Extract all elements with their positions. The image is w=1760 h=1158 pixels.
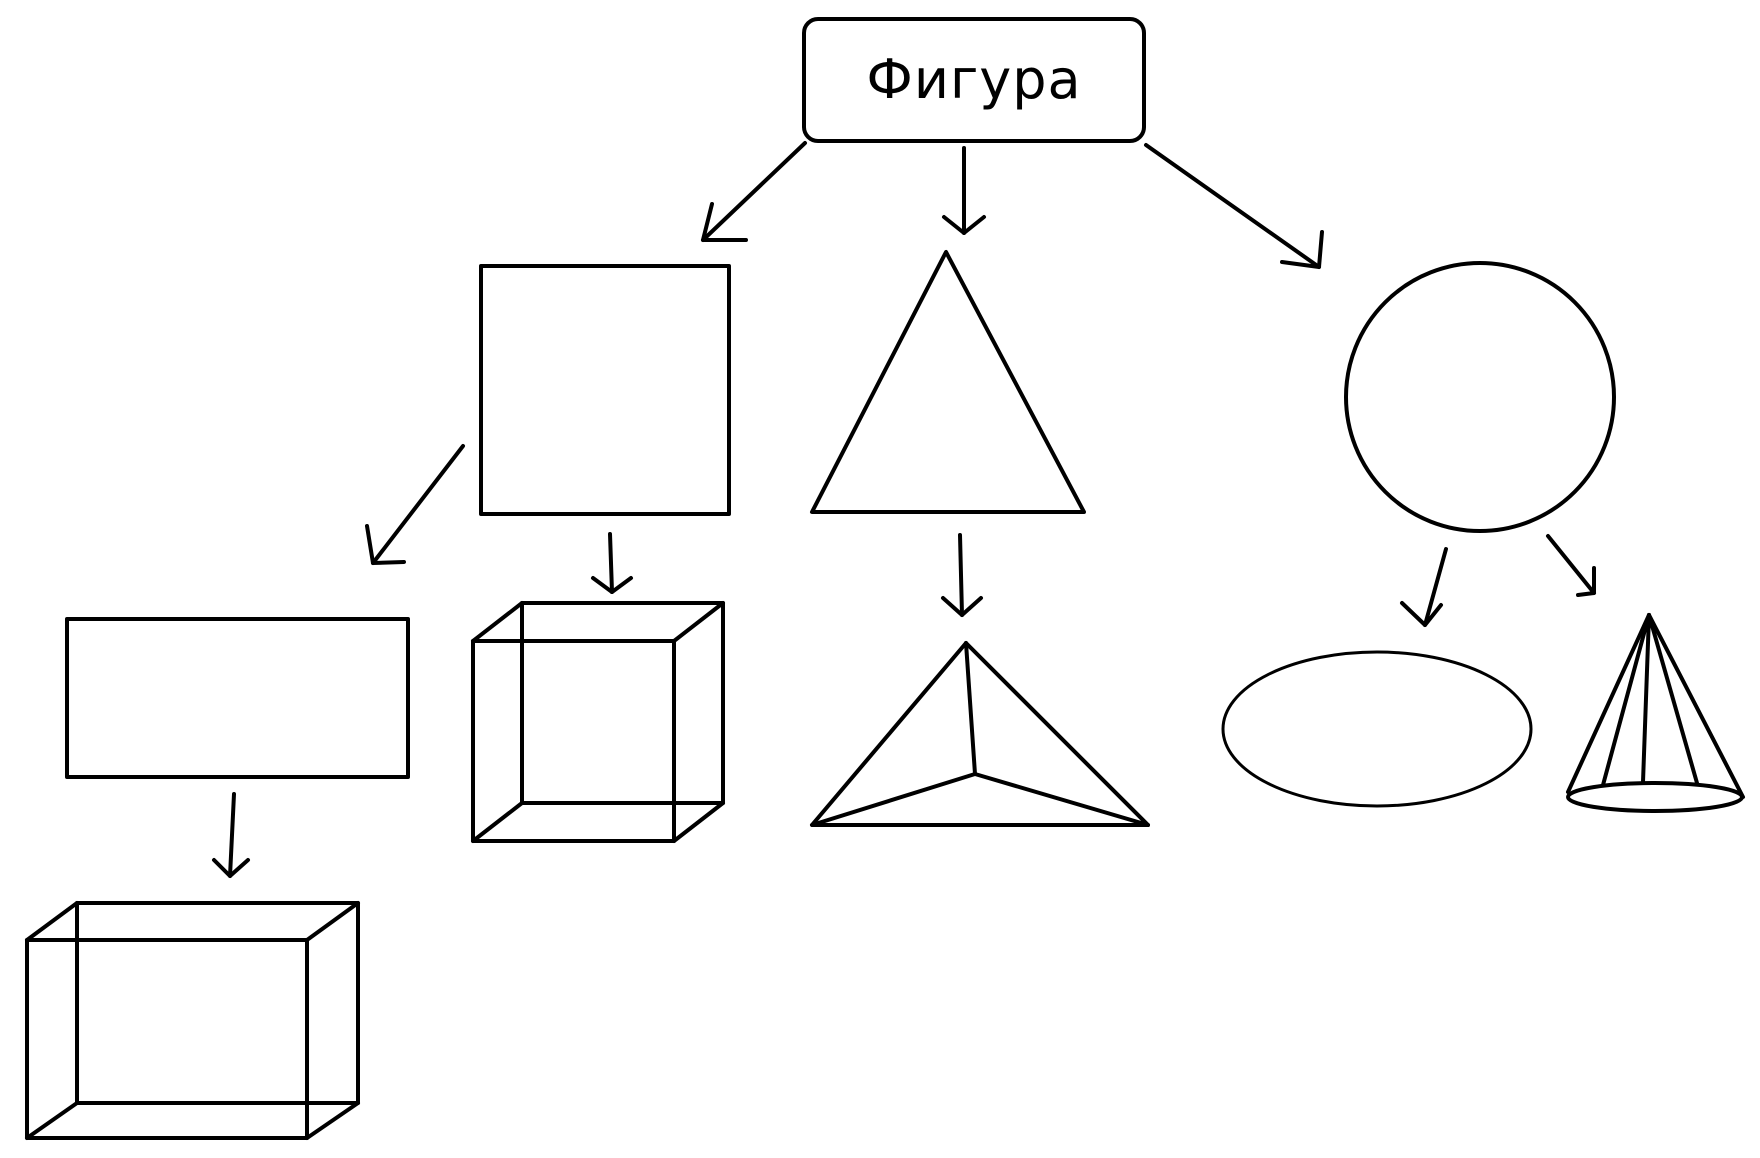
cone-shape <box>1566 613 1745 813</box>
root-node: Фигура <box>802 17 1146 143</box>
edge-square-to-rectangle <box>365 444 465 565</box>
circle-shape <box>1344 261 1616 533</box>
edge-triangle-to-pyramid <box>941 533 983 617</box>
square-shape <box>479 264 731 516</box>
edge-circle-to-ellipse <box>1400 547 1448 627</box>
edge-rectangle-to-cuboid <box>212 792 250 878</box>
pyramid-shape <box>810 641 1150 827</box>
edge-square-to-cube <box>591 532 633 594</box>
edge-root-to-square <box>701 141 807 242</box>
ellipse-shape <box>1221 650 1533 808</box>
cuboid-shape <box>25 901 360 1140</box>
rectangle-shape <box>65 617 410 779</box>
edge-root-to-circle <box>1144 143 1324 269</box>
cube-shape <box>471 601 725 843</box>
root-label: Фигура <box>866 48 1082 111</box>
triangle-shape <box>810 250 1086 514</box>
edge-root-to-triangle <box>942 146 986 235</box>
edge-circle-to-cone <box>1546 534 1596 597</box>
